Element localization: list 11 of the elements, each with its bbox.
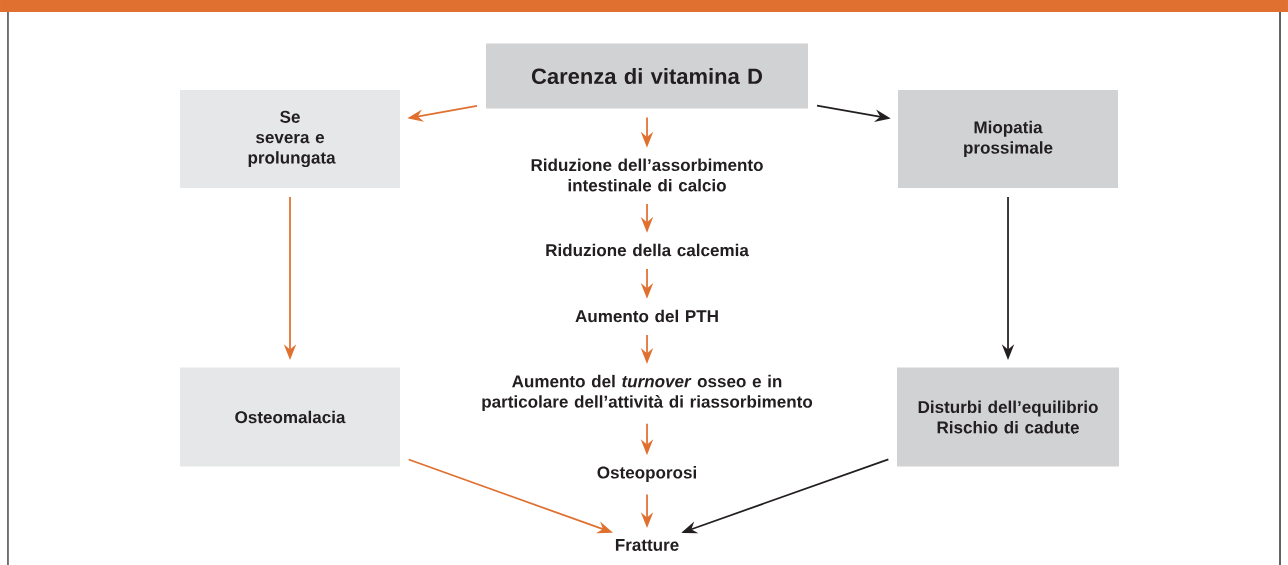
title-box: Carenza di vitamina D xyxy=(486,43,808,109)
process-box: Disturbi dell’equilibrio Rischio di cadute xyxy=(897,367,1120,467)
process-box: Miopatia prossimale xyxy=(898,90,1118,188)
step-text: Aumento del turnover osseo e in particolare dell’attività di riassorbimento xyxy=(482,374,813,412)
step-text: Aumento del PTH xyxy=(575,309,718,323)
step-text: Fratture xyxy=(615,539,679,551)
step-text: Riduzione dell’assorbimento intestinale di calcio xyxy=(531,158,763,192)
process-box: Osteomalacia xyxy=(180,367,400,467)
step-text: Riduzione della calcemia xyxy=(546,243,749,257)
step-text: Osteoporosi xyxy=(597,466,696,482)
process-box: Se severa e prolungata xyxy=(180,90,400,188)
